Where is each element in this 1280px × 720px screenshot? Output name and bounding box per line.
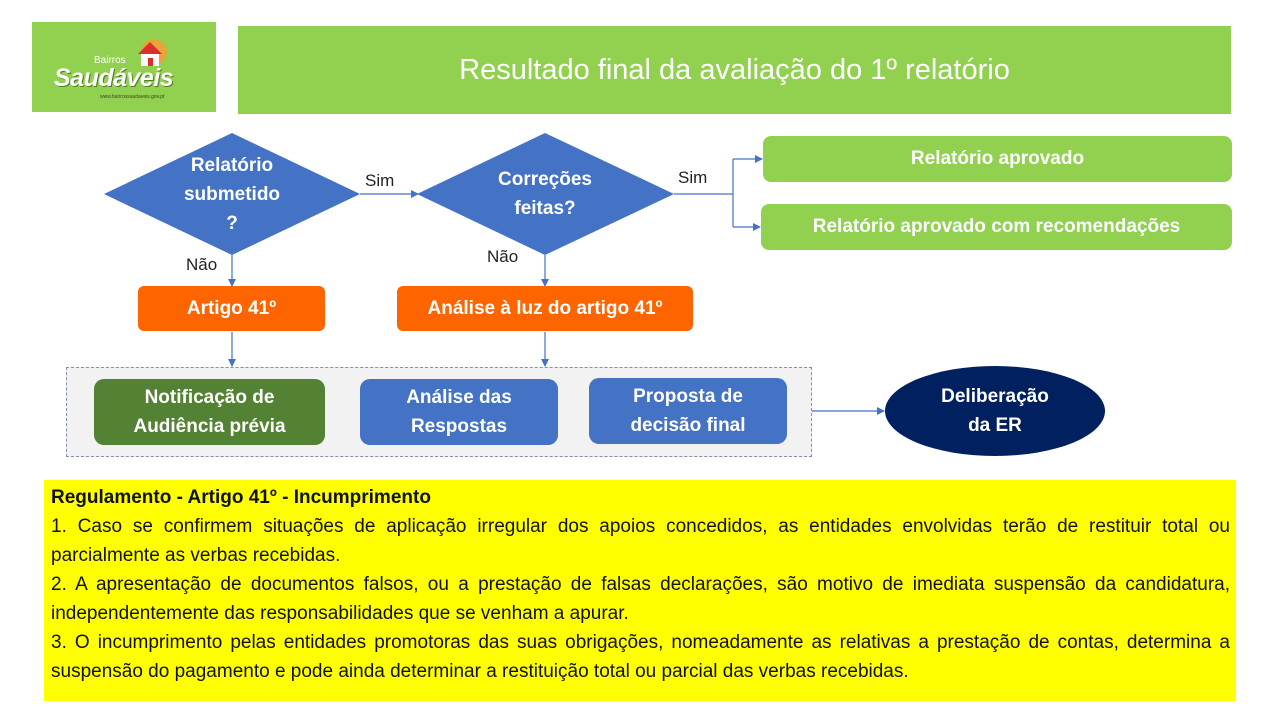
article-41-box: Artigo 41º [138,286,325,331]
decision-submitted-shape [104,133,360,255]
page-title: Resultado final da avaliação do 1º relat… [238,26,1231,114]
outcome-approved: Relatório aprovado [763,136,1232,182]
step-proposal-line1: Proposta de [633,386,743,407]
step-notification-line1: Notificação de [144,387,275,408]
logo-url-text: www.bairrossaudaveis.gov.pt [100,94,165,100]
house-icon [138,39,167,66]
deliberation-node: Deliberação da ER [885,366,1105,456]
step-notification-line2: Audiência prévia [133,416,286,437]
regulation-title: Regulamento - Artigo 41º - Incumprimento [51,487,431,508]
deliberation-line1: Deliberação [941,386,1049,407]
decision-submitted: Relatório submetido ? [152,151,312,238]
regulation-point-2: 2. A apresentação de documentos falsos, … [51,574,1230,624]
decision-corrections-line2: feitas? [514,198,576,219]
step-proposal: Proposta de decisão final [589,378,787,444]
label-no-1: Não [186,255,218,274]
regulation-box: Regulamento - Artigo 41º - Incumprimento… [44,480,1236,701]
logo-brand-text: Saudáveis [54,64,174,92]
step-analysis-line2: Respostas [410,416,508,437]
decision-submitted-line2: submetido [183,184,281,205]
label-yes-1: Sim [365,171,395,190]
step-notification: Notificação de Audiência prévia [94,379,325,445]
label-yes-2: Sim [678,168,708,187]
step-analysis: Análise das Respostas [360,379,558,445]
step-analysis-line1: Análise das [406,387,512,408]
decision-corrections-line1: Correções [498,169,592,190]
decision-corrections: Correções feitas? [465,165,625,223]
analysis-article-41-box: Análise à luz do artigo 41º [397,286,693,331]
logo-small-text: Bairros [94,55,126,66]
logo: Bairros Saudáveis www.bairrossaudaveis.g… [32,22,216,112]
label-no-2: Não [487,247,519,266]
decision-submitted-line1: Relatório [190,155,274,176]
regulation-point-1: 1. Caso se confirmem situações de aplica… [51,516,1230,566]
decision-submitted-line3: ? [226,213,238,234]
regulation-point-3: 3. O incumprimento pelas entidades promo… [51,632,1230,682]
outcome-approved-with-recommendations: Relatório aprovado com recomendações [761,204,1232,250]
deliberation-line2: da ER [968,415,1022,436]
step-proposal-line2: decisão final [630,415,746,436]
decision-corrections-shape [417,133,674,255]
